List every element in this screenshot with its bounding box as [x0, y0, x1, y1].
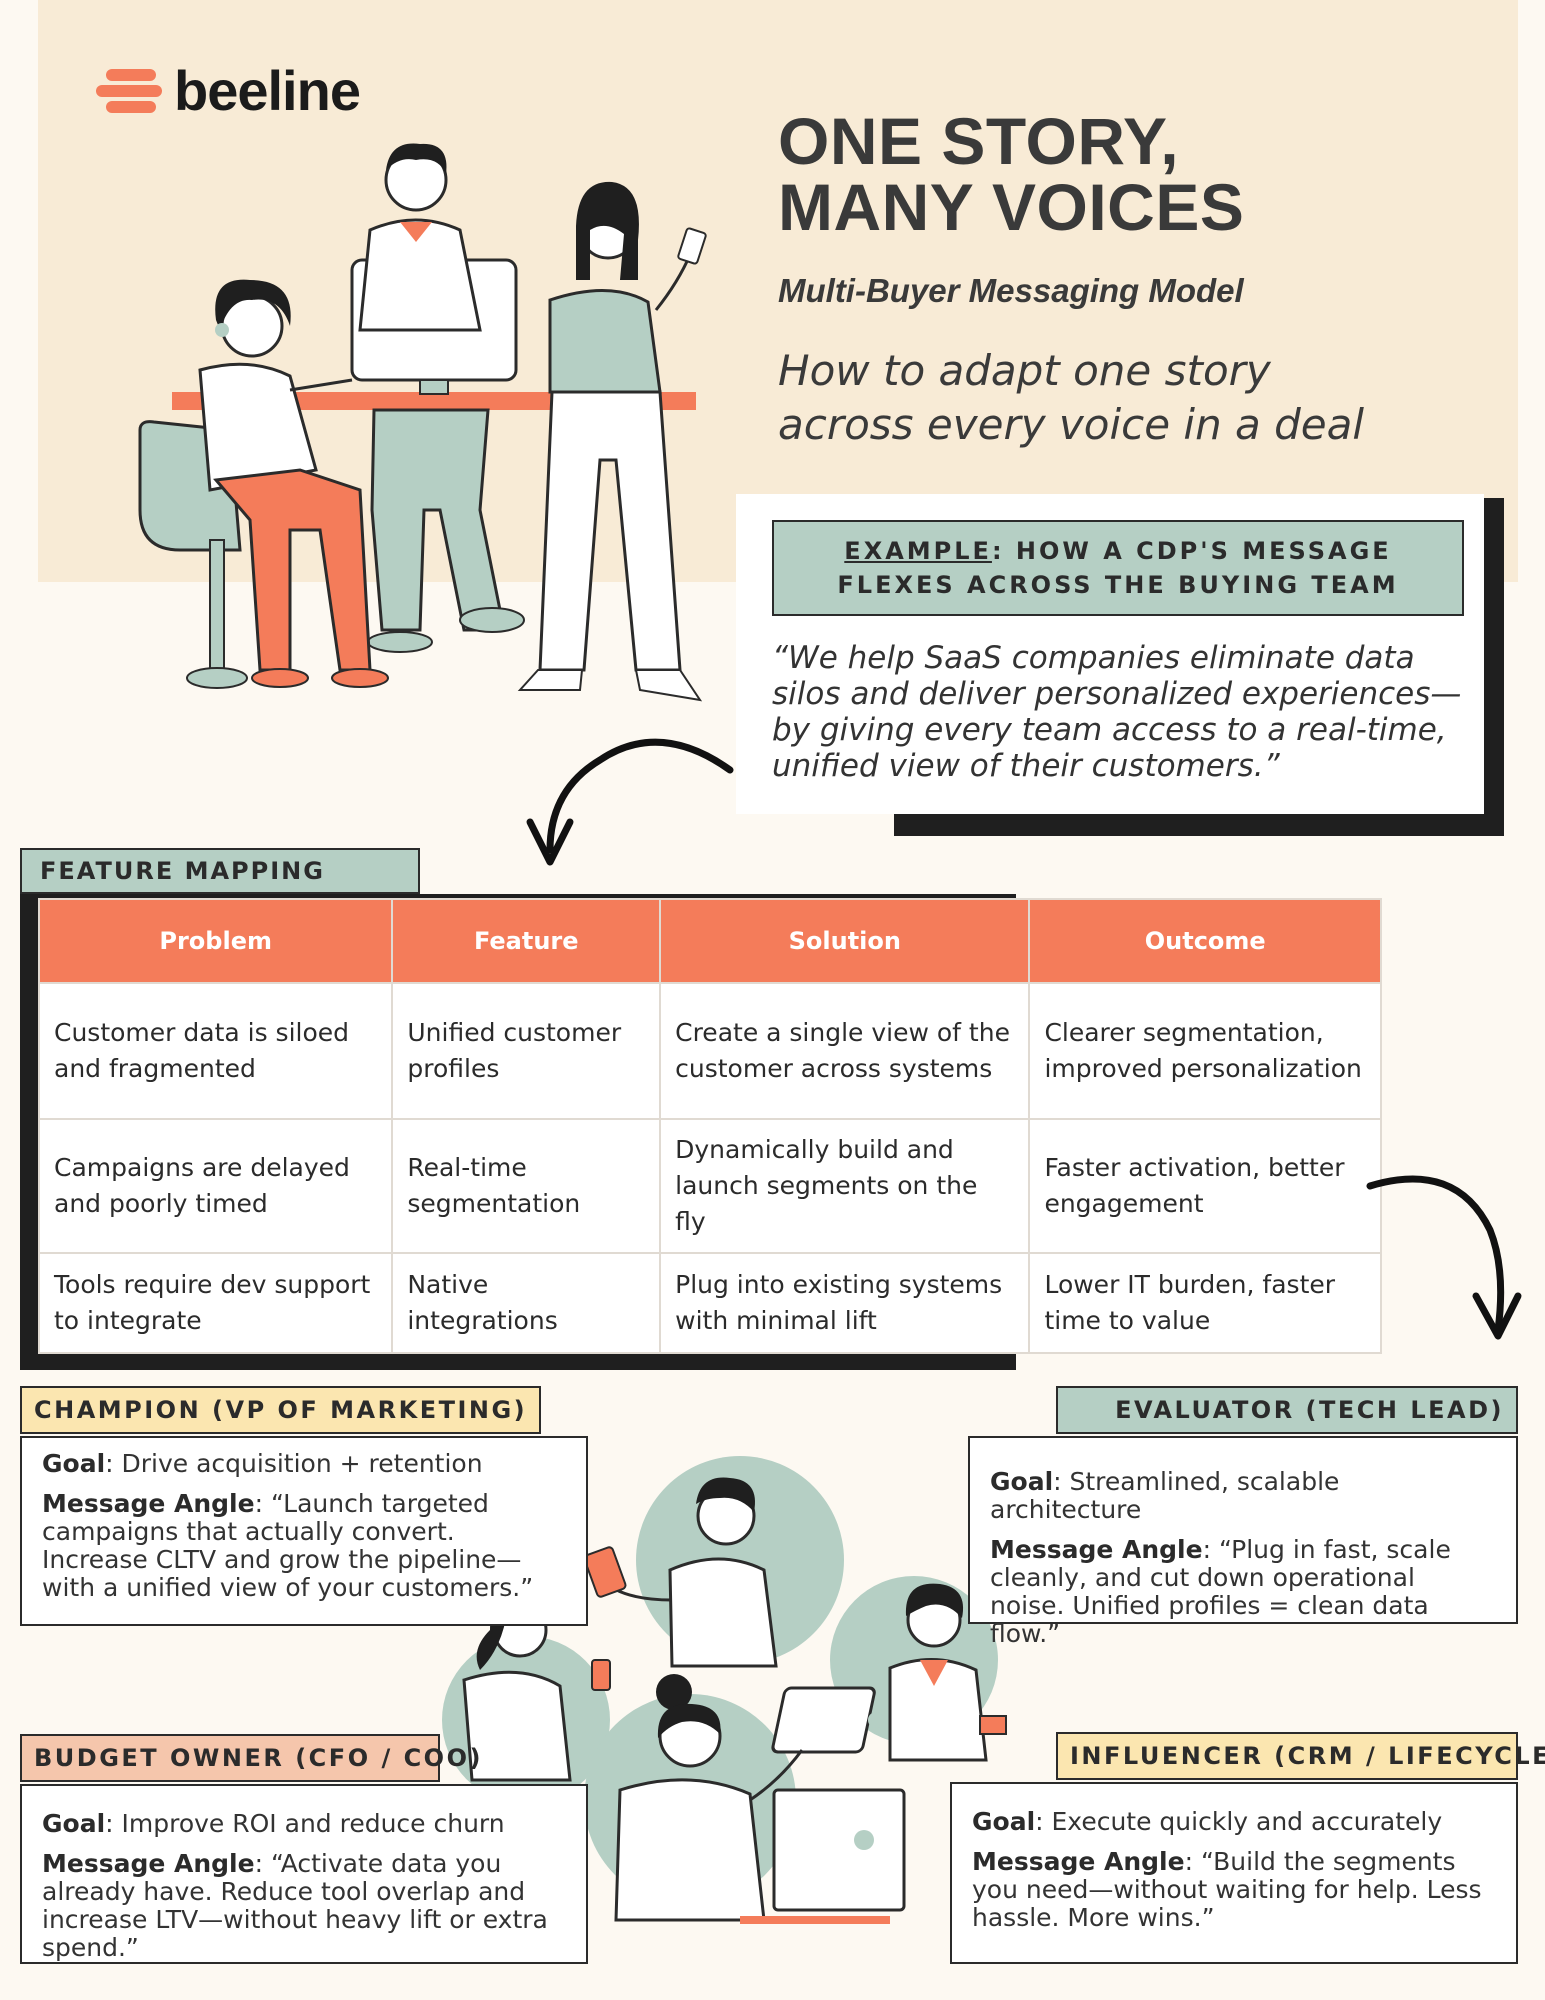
example-keyword: EXAMPLE: [844, 537, 992, 565]
influencer-label: INFLUENCER (CRM / LIFECYCLE): [1056, 1732, 1545, 1780]
page-tagline: How to adapt one story across every voic…: [778, 344, 1498, 452]
budget-owner-goal: Goal: Improve ROI and reduce churn: [42, 1809, 505, 1838]
table-cell: Customer data is siloed and fragmented: [37, 982, 394, 1120]
table-cell: Campaigns are delayed and poorly timed: [37, 1118, 394, 1254]
column-header-feature: Feature: [391, 898, 662, 984]
table-row: Customer data is siloed and fragmented U…: [37, 982, 1382, 1120]
example-label-line-2: FLEXES ACROSS THE BUYING TEAM: [837, 571, 1399, 599]
evaluator-goal: Goal: Streamlined, scalable architecture: [990, 1467, 1340, 1524]
influencer-angle: Message Angle: “Build the segments you n…: [972, 1847, 1482, 1932]
logo-mark-icon: [96, 63, 162, 119]
feature-mapping-table: Problem Feature Solution Outcome Custome…: [37, 898, 1382, 1354]
champion-angle: Message Angle: “Launch targeted campaign…: [42, 1489, 534, 1602]
table-cell: Clearer segmentation, improved personali…: [1028, 982, 1382, 1120]
curved-arrow-icon: [526, 738, 734, 866]
table-cell: Native integrations: [391, 1252, 662, 1354]
brand-name: beeline: [174, 59, 361, 122]
team-desk-illustration: [138, 143, 707, 702]
column-header-problem: Problem: [37, 898, 394, 984]
curved-arrow-right-icon: [1366, 1175, 1522, 1340]
evaluator-label: EVALUATOR (TECH LEAD): [1056, 1386, 1518, 1434]
champion-goal: Goal: Drive acquisition + retention: [42, 1449, 483, 1478]
title-line-1: ONE STORY,: [778, 104, 1180, 178]
page-subtitle: Multi-Buyer Messaging Model: [778, 272, 1244, 309]
brand-logo: beeline: [96, 58, 361, 123]
table-row: Tools require dev support to integrate N…: [37, 1252, 1382, 1354]
table-cell: Faster activation, better engagement: [1028, 1118, 1382, 1254]
example-label: EXAMPLE: HOW A CDP'S MESSAGE FLEXES ACRO…: [772, 520, 1464, 616]
table-header-row: Problem Feature Solution Outcome: [37, 898, 1382, 984]
buying-team-illustration: [442, 1456, 1007, 1924]
table-cell: Dynamically build and launch segments on…: [659, 1118, 1031, 1254]
table-cell: Real-time segmentation: [391, 1118, 662, 1254]
budget-owner-label: BUDGET OWNER (CFO / COO): [20, 1734, 480, 1782]
tagline-line-2: across every voice in a deal: [778, 400, 1365, 449]
champion-card: Goal: Drive acquisition + retention Mess…: [20, 1436, 588, 1626]
column-header-outcome: Outcome: [1028, 898, 1382, 984]
influencer-goal: Goal: Execute quickly and accurately: [972, 1807, 1443, 1836]
table-cell: Lower IT burden, faster time to value: [1028, 1252, 1382, 1354]
column-header-solution: Solution: [659, 898, 1031, 984]
budget-owner-card: Goal: Improve ROI and reduce churn Messa…: [20, 1784, 588, 1964]
table-cell: Create a single view of the customer acr…: [659, 982, 1031, 1120]
tagline-line-1: How to adapt one story: [778, 346, 1271, 395]
example-quote: “We help SaaS companies eliminate data s…: [772, 640, 1462, 784]
table-cell: Tools require dev support to integrate: [37, 1252, 394, 1354]
table-row: Campaigns are delayed and poorly timed R…: [37, 1118, 1382, 1254]
evaluator-angle: Message Angle: “Plug in fast, scale clea…: [990, 1535, 1451, 1648]
budget-owner-angle: Message Angle: “Activate data you alread…: [42, 1849, 548, 1962]
page-title: ONE STORY, MANY VOICES: [778, 108, 1244, 240]
evaluator-card: Goal: Streamlined, scalable architecture…: [968, 1436, 1518, 1648]
champion-label: CHAMPION (VP OF MARKETING): [20, 1386, 542, 1434]
example-label-rest: : HOW A CDP'S MESSAGE: [991, 537, 1392, 565]
feature-mapping-label: FEATURE MAPPING: [20, 848, 420, 894]
title-line-2: MANY VOICES: [778, 170, 1245, 244]
table-cell: Plug into existing systems with minimal …: [659, 1252, 1031, 1354]
influencer-card: Goal: Execute quickly and accurately Mes…: [950, 1782, 1518, 1964]
table-cell: Unified customer profiles: [391, 982, 662, 1120]
